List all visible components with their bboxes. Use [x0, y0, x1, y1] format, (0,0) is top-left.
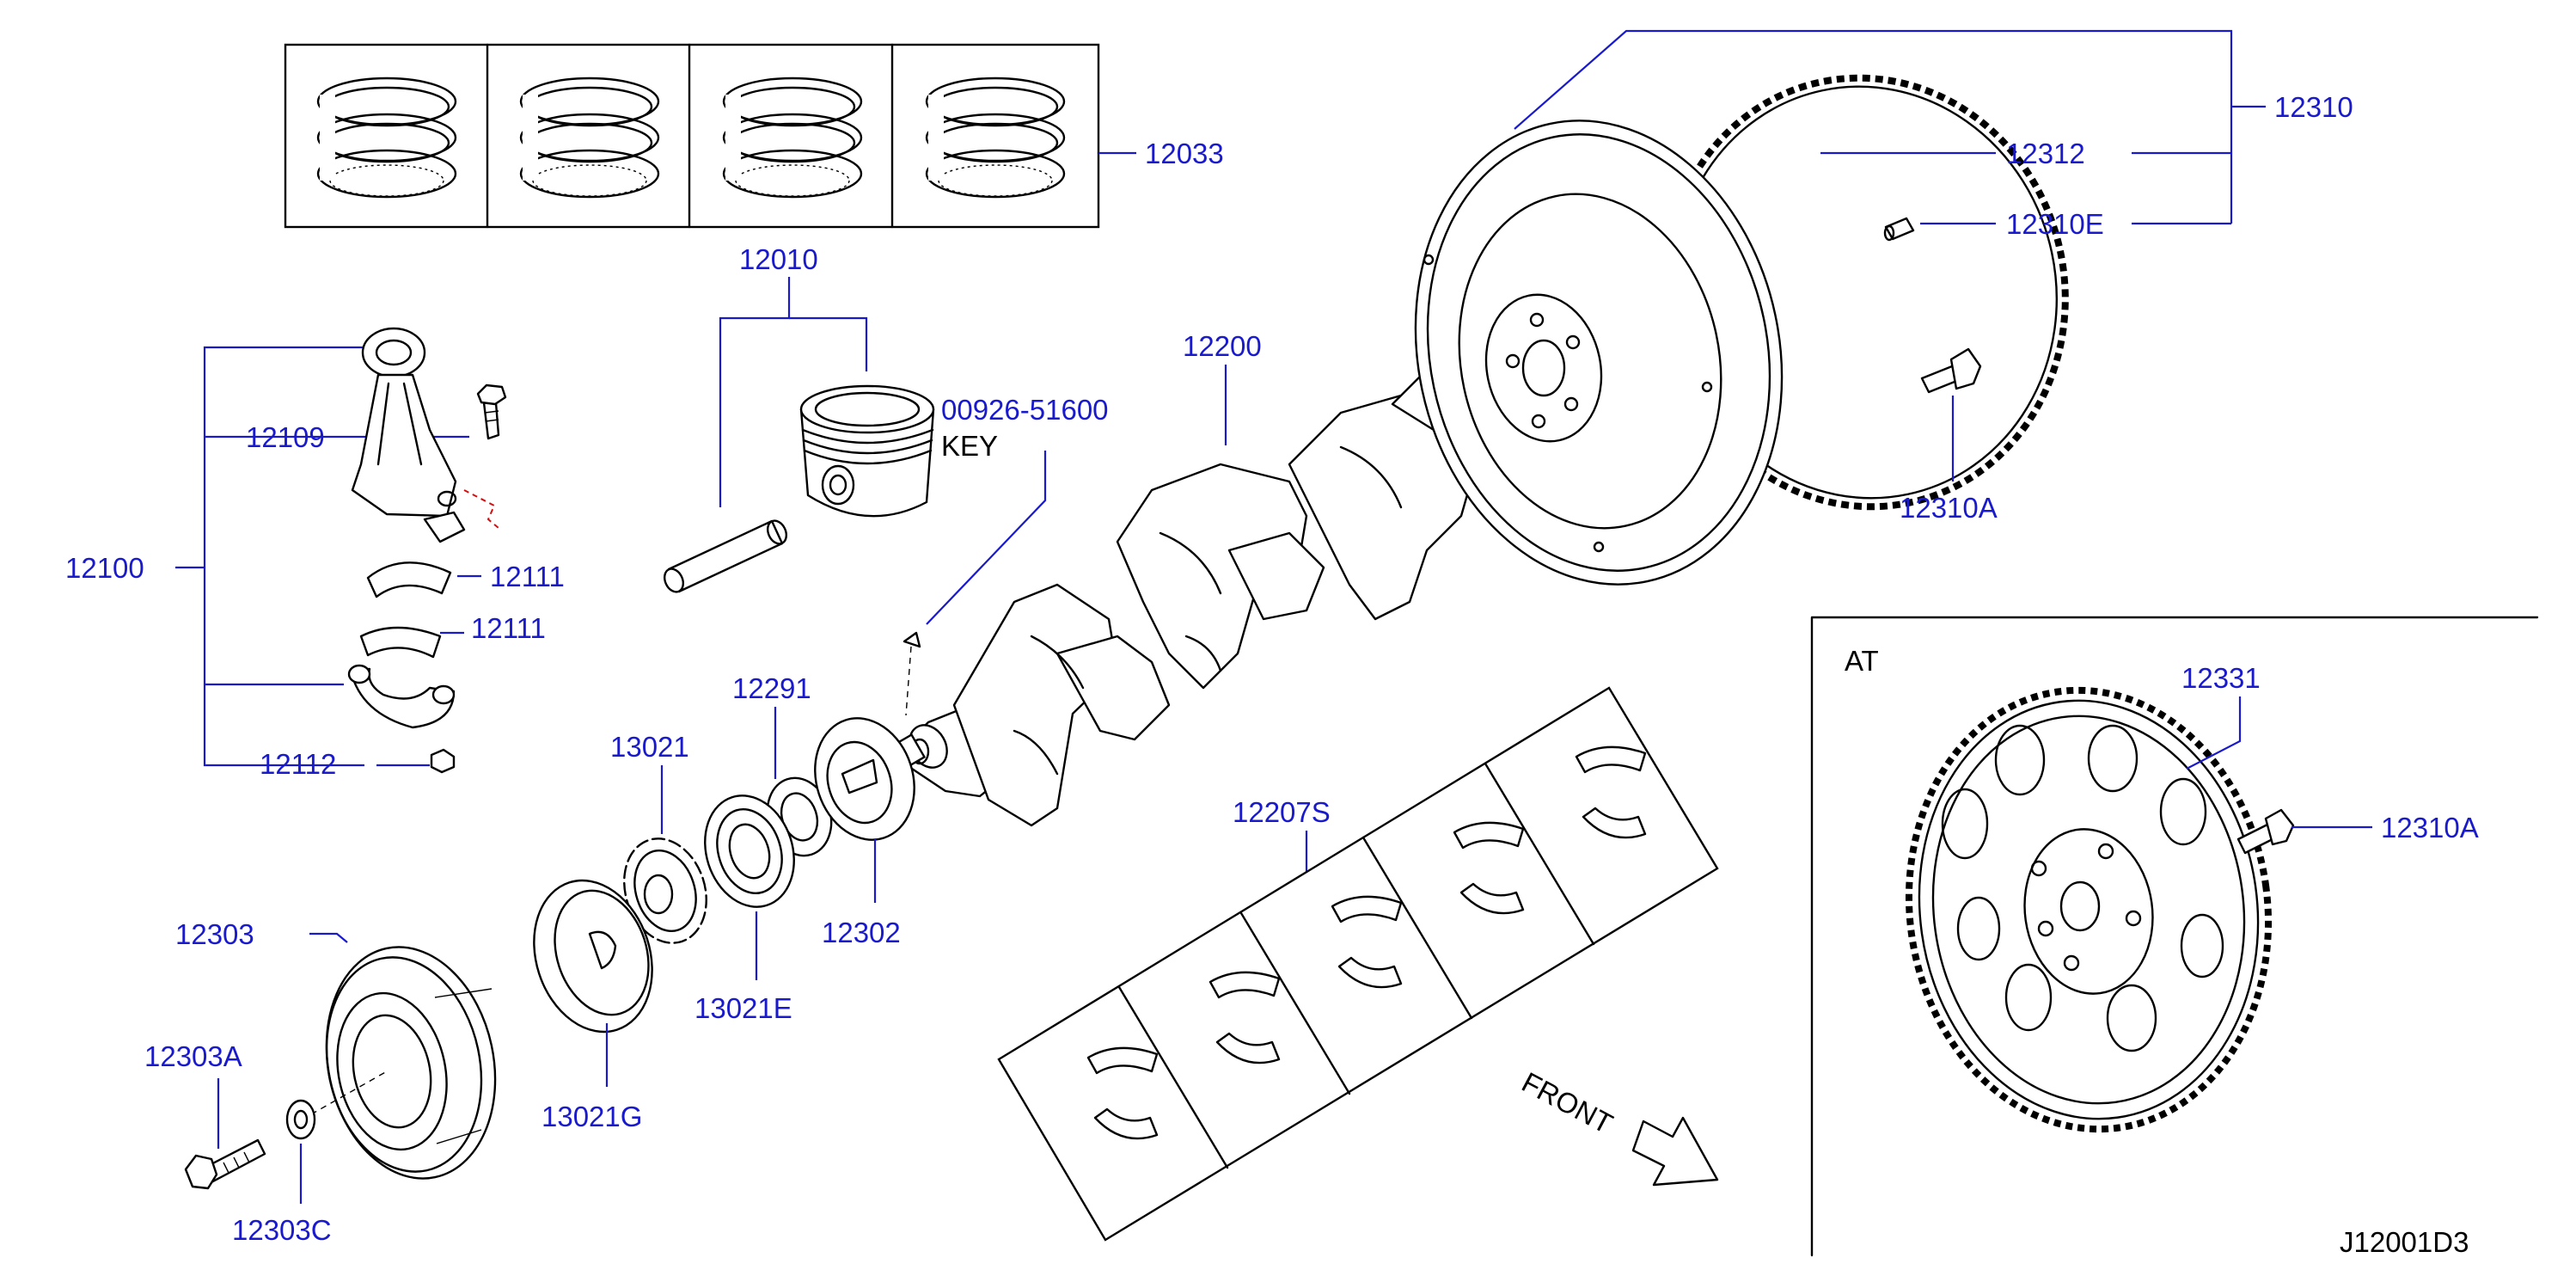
part-label-12303C[interactable]: 12303C: [232, 1214, 332, 1246]
part-label-12291[interactable]: 12291: [732, 672, 811, 704]
pulley-washer-part[interactable]: [285, 1099, 316, 1140]
part-label-12310E[interactable]: 12310E: [2006, 208, 2104, 240]
part-label-12310A-at[interactable]: 12310A: [2381, 812, 2479, 844]
diagram-id: J12001D3: [2340, 1226, 2469, 1258]
part-label-12109[interactable]: 12109: [246, 421, 325, 453]
piston-part[interactable]: [799, 384, 935, 518]
part-label-13021G[interactable]: 13021G: [542, 1101, 642, 1132]
piston-ring-icon: [316, 77, 457, 199]
flywheel-bolt-part[interactable]: [1920, 347, 1982, 394]
part-label-12331[interactable]: 12331: [2181, 662, 2261, 694]
drive-plate-bolt-part[interactable]: [2236, 808, 2295, 855]
crankshaft-pulley-part[interactable]: [306, 931, 516, 1194]
connecting-rod-nut-part[interactable]: [430, 748, 456, 774]
main-bearing-shell-icon: [1086, 1046, 1159, 1140]
part-label-12100[interactable]: 12100: [65, 552, 144, 584]
crankshaft-sprocket-washer-part[interactable]: [799, 705, 929, 853]
woodruff-key-part[interactable]: [903, 631, 921, 648]
part-label-12111-lower[interactable]: 12111: [471, 612, 546, 644]
part-label-12303[interactable]: 12303: [175, 918, 254, 950]
connecting-rod-bolt-part[interactable]: [476, 383, 507, 440]
part-label-12310[interactable]: 12310: [2274, 91, 2353, 123]
part-label-12033[interactable]: 12033: [1145, 138, 1224, 169]
connecting-rod-bearing-upper-part[interactable]: [366, 561, 452, 598]
piston-pin-part[interactable]: [661, 518, 790, 595]
part-label-12312[interactable]: 12312: [2006, 138, 2085, 169]
front-arrow-icon: [1631, 1116, 1719, 1187]
part-label-12112[interactable]: 12112: [260, 748, 336, 780]
oil-pump-drive-spacer-part[interactable]: [515, 865, 670, 1047]
piston-ring-set-part[interactable]: [284, 43, 1100, 229]
part-label-12207S[interactable]: 12207S: [1233, 796, 1331, 828]
part-label-13021E[interactable]: 13021E: [694, 992, 792, 1024]
drive-plate-part[interactable]: [1881, 667, 2296, 1153]
part-label-13021[interactable]: 13021: [610, 731, 689, 763]
part-label-12310A[interactable]: 12310A: [1900, 492, 1998, 524]
part-label-12111-upper[interactable]: 12111: [490, 561, 565, 592]
main-bearing-set-part[interactable]: [997, 686, 1719, 1242]
connecting-rod-bearing-lower-part[interactable]: [359, 626, 442, 659]
part-label-00926-51600[interactable]: 00926-51600: [941, 394, 1109, 426]
pulley-bolt-part[interactable]: [184, 1138, 266, 1190]
part-label-12302[interactable]: 12302: [822, 917, 901, 948]
front-direction-label: FRONT: [1517, 1066, 1618, 1140]
flywheel-part[interactable]: [1374, 40, 2105, 618]
timing-sprocket-part[interactable]: [691, 784, 808, 918]
dowel-pin-part[interactable]: [1883, 217, 1915, 242]
connecting-rod-cap-part[interactable]: [347, 664, 456, 729]
part-label-12010[interactable]: 12010: [739, 243, 818, 275]
part-label-12200[interactable]: 12200: [1183, 330, 1262, 362]
part-label-12303A[interactable]: 12303A: [144, 1040, 242, 1072]
at-label: AT: [1845, 645, 1879, 677]
connecting-rod-part[interactable]: [351, 327, 466, 543]
at-drive-plate-inset: [1810, 616, 2539, 1257]
key-label: KEY: [941, 430, 998, 462]
